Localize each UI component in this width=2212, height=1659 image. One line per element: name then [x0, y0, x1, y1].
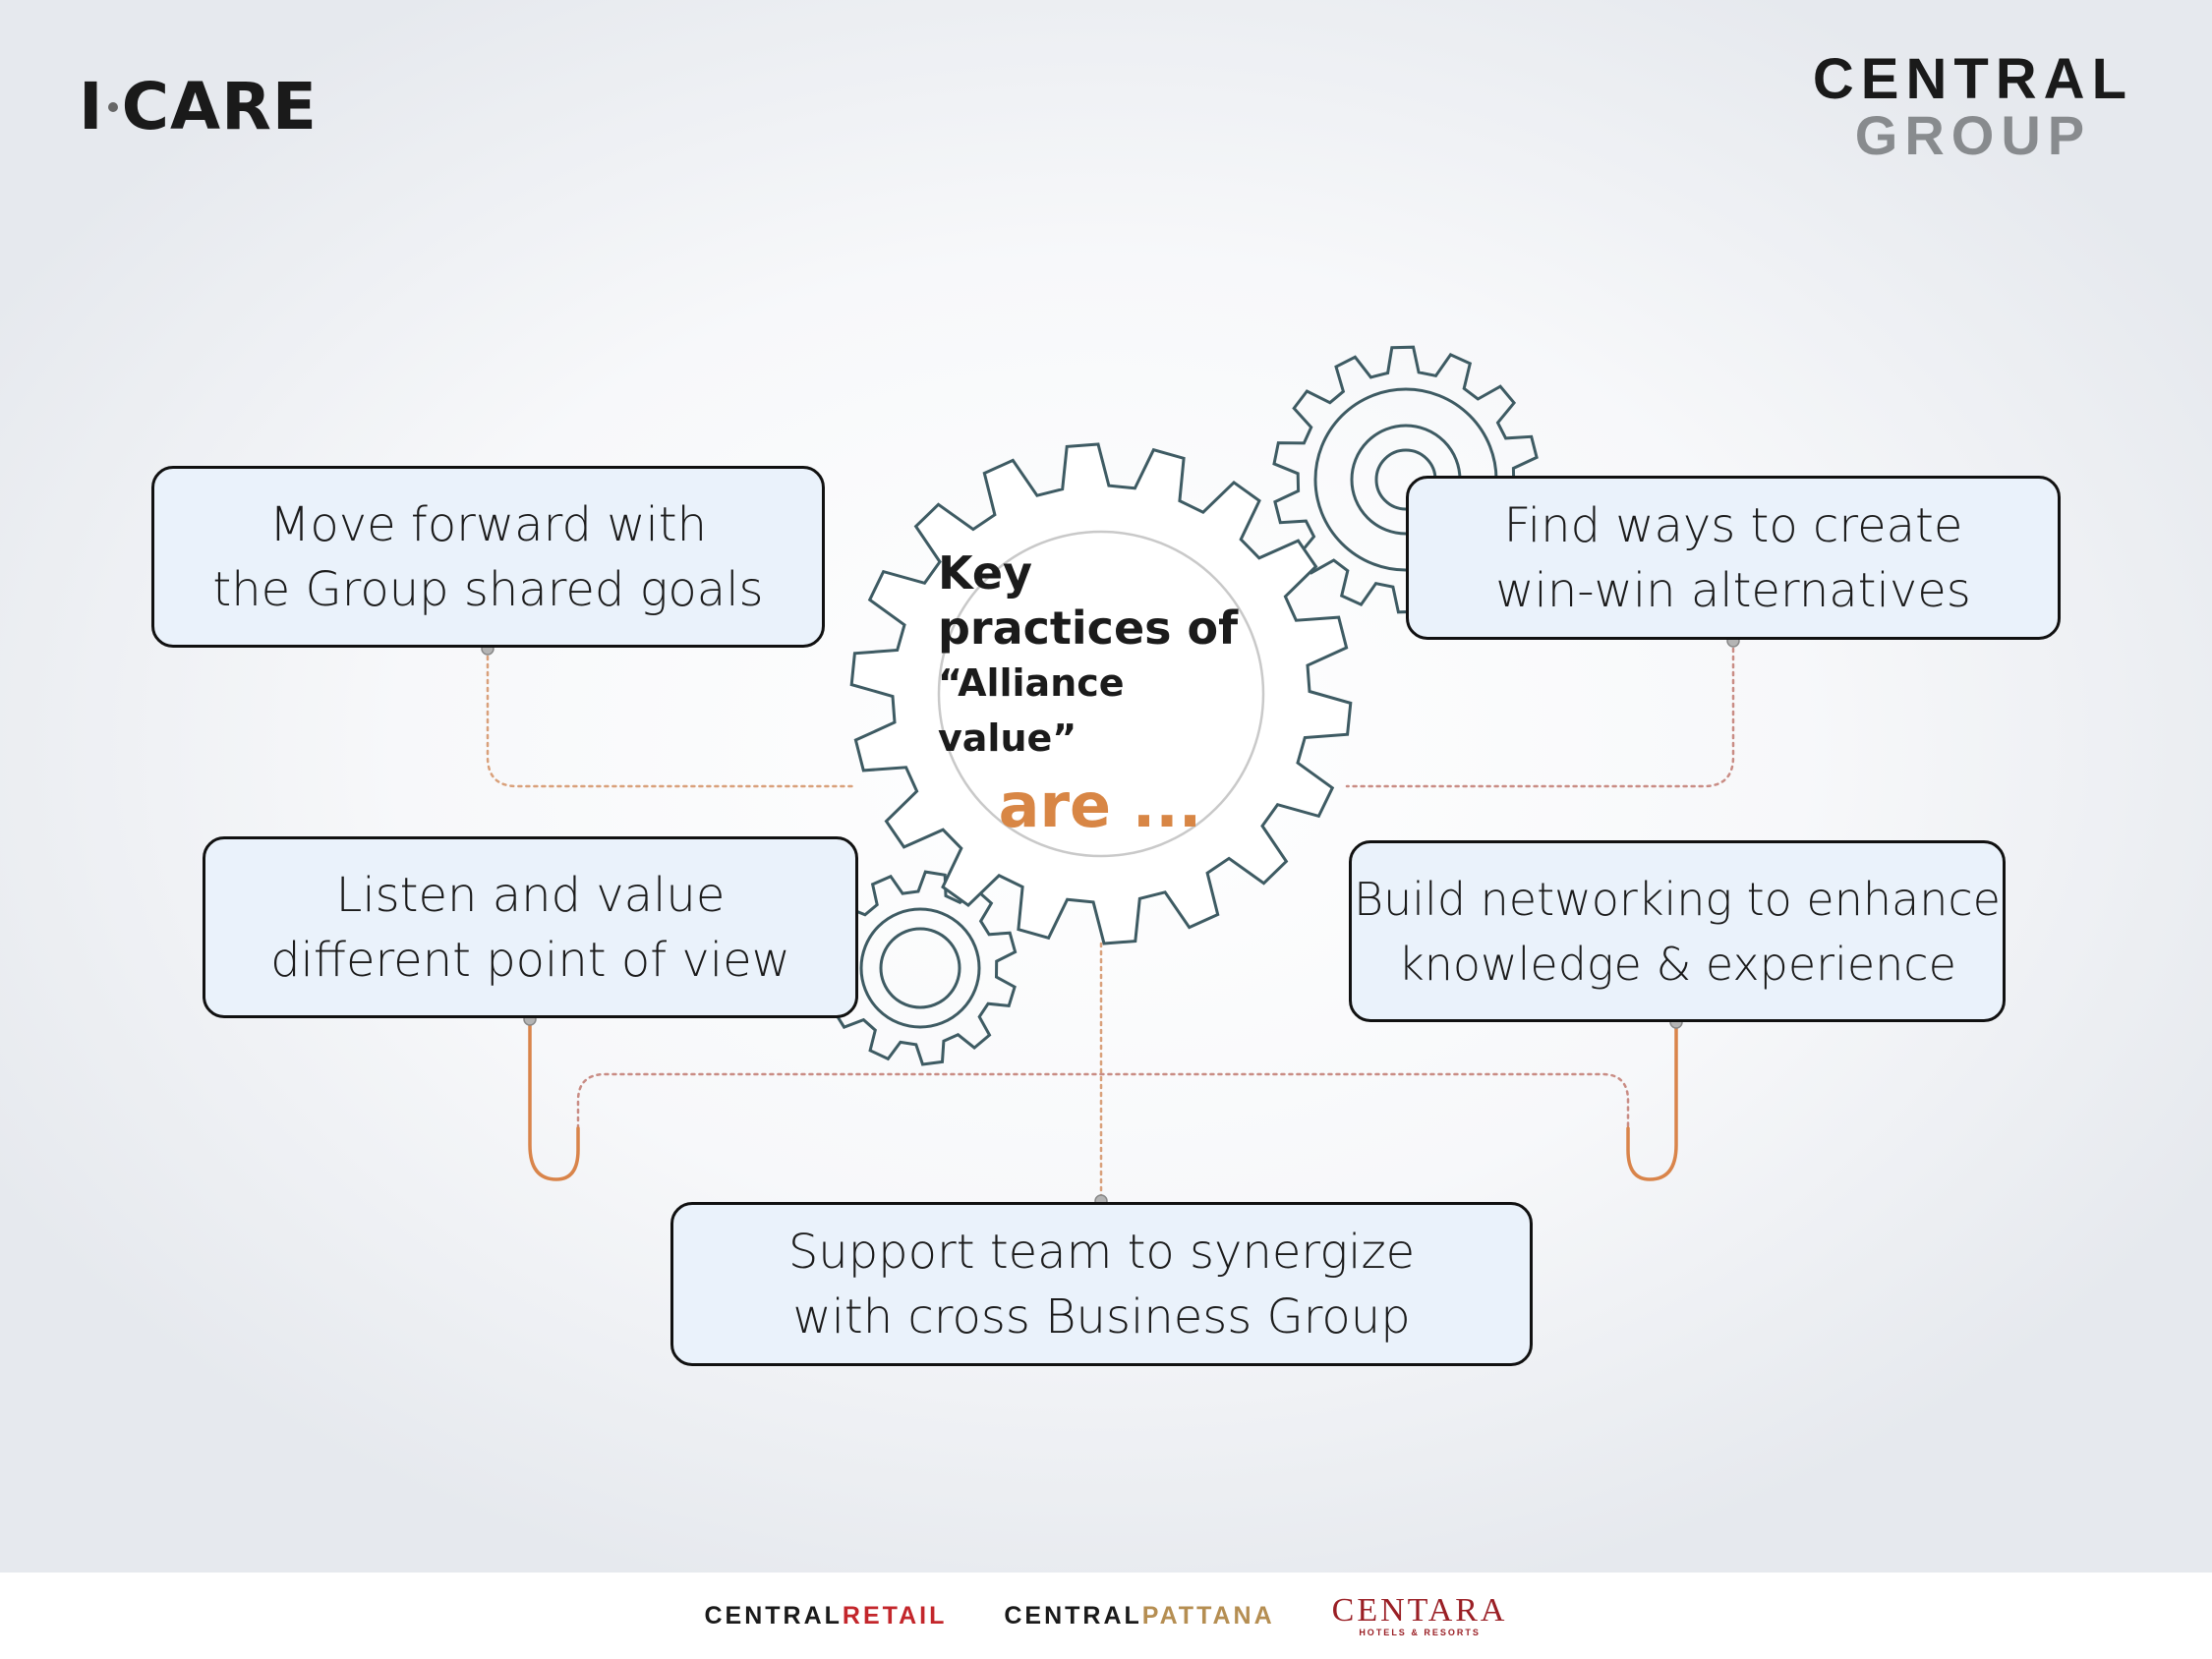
connector-lines: [486, 639, 1735, 1203]
brand-line2: GROUP: [1854, 104, 2092, 166]
practice-box-shared-goals: Move forward with the Group shared goals: [151, 466, 825, 648]
center-line2: “Alliance value”: [938, 661, 1125, 760]
hook-right: [1626, 1020, 1678, 1181]
footer-brands: CENTRALRETAIL CENTRALPATTANA CENTARA HOT…: [0, 1573, 2212, 1659]
center-label: Key practices of “Alliance value” are ..…: [938, 531, 1262, 855]
centara-logo: CENTARA HOTELS & RESORTS: [1331, 1592, 1508, 1638]
center-circle: [937, 530, 1265, 858]
hook-left: [528, 1017, 580, 1181]
gear-small-bottom-left-ring-1: [859, 907, 981, 1029]
brand-line1: CENTRAL: [1812, 47, 2133, 111]
center-line1: Key practices of: [938, 546, 1239, 655]
gears: [822, 345, 1540, 1066]
central-group-logo: CENTRAL GROUP: [1813, 51, 2133, 163]
connector-top-left: [486, 647, 857, 788]
connector-bottom-horizontal: [576, 1072, 1630, 1130]
practice-box-synergize: Support team to synergize with cross Bus…: [670, 1202, 1533, 1366]
practice-text: Find ways to create win-win alternatives: [1495, 497, 1971, 618]
center-line3: are ...: [998, 770, 1202, 841]
practice-text: Move forward with the Group shared goals: [212, 496, 764, 617]
practice-box-win-win: Find ways to create win-win alternatives: [1406, 476, 2061, 640]
central-retail-logo: CENTRALRETAIL: [704, 1601, 948, 1630]
practice-box-listen: Listen and value different point of view: [203, 836, 858, 1018]
gear-small-bottom-left-ring-2: [879, 927, 961, 1009]
practice-text: Build networking to enhance knowledge & …: [1354, 872, 2001, 991]
logo-dot-icon: [107, 101, 118, 112]
central-pattana-logo: CENTRALPATTANA: [1004, 1601, 1275, 1630]
practice-text: Listen and value different point of view: [270, 867, 790, 988]
connector-top-right: [1345, 639, 1735, 788]
practice-box-networking: Build networking to enhance knowledge & …: [1349, 840, 2006, 1022]
practice-text: Support team to synergize with cross Bus…: [787, 1224, 1416, 1344]
